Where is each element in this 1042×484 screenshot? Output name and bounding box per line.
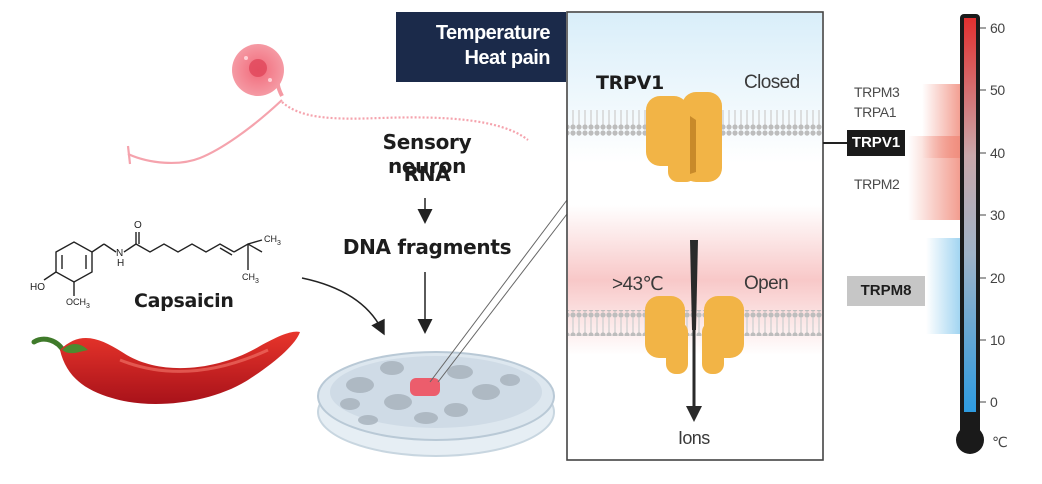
sensory-neuron-label: Sensory neuron	[382, 130, 472, 178]
molecule-ch3-top: CH3	[264, 234, 281, 247]
capsaicin-structure	[43, 232, 263, 296]
zoom-line	[437, 213, 568, 383]
tick-30: 30	[990, 207, 1005, 223]
temperature-bands	[908, 84, 964, 334]
unit-label: ℃	[992, 434, 1008, 450]
threshold-label: >43℃	[612, 274, 664, 295]
trpm8-badge: TRPM8	[847, 276, 925, 306]
molecule-n: N	[116, 248, 124, 259]
tick-20: 20	[990, 270, 1005, 286]
title-line-2: Heat pain	[464, 47, 550, 69]
trpm2-label: TRPM2	[854, 176, 900, 192]
trpv1-channel-open	[645, 240, 744, 422]
trpa1-label: TRPA1	[854, 104, 897, 120]
ions-label: Ions	[678, 428, 710, 448]
title-line-1: Temperature	[435, 22, 551, 44]
thermometer-icon	[956, 14, 986, 454]
chili-pepper-icon	[31, 331, 300, 404]
trpv1-badge: TRPV1	[847, 130, 905, 156]
molecule-ch3-bottom: CH3	[242, 272, 259, 285]
tick-60: 60	[990, 20, 1005, 36]
tick-40: 40	[990, 145, 1005, 161]
closed-state-label: Closed	[744, 72, 800, 93]
zoom-line	[429, 199, 568, 383]
dna-fragments-label: DNA fragments	[342, 235, 512, 259]
open-state-label: Open	[744, 273, 789, 294]
flow-arrows	[301, 198, 433, 336]
trpm3-label: TRPM3	[854, 84, 900, 100]
tick-0: 0	[990, 394, 998, 410]
title-box: Temperature Heat pain	[396, 12, 566, 82]
molecule-h: H	[117, 258, 125, 269]
rna-label: RNA	[403, 162, 451, 186]
trpv1-channel-closed	[646, 92, 722, 182]
molecule-och3: OCH3	[66, 297, 90, 310]
molecule-ho: HO	[30, 282, 45, 293]
tick-10: 10	[990, 332, 1005, 348]
panel-channel-name: TRPV1	[596, 72, 664, 94]
tick-50: 50	[990, 82, 1005, 98]
channel-panel	[566, 11, 824, 461]
capsaicin-label: Capsaicin	[134, 290, 234, 312]
neuron-cell-icon	[126, 44, 529, 165]
molecule-o: O	[134, 220, 142, 231]
petri-dish-icon	[317, 351, 555, 457]
